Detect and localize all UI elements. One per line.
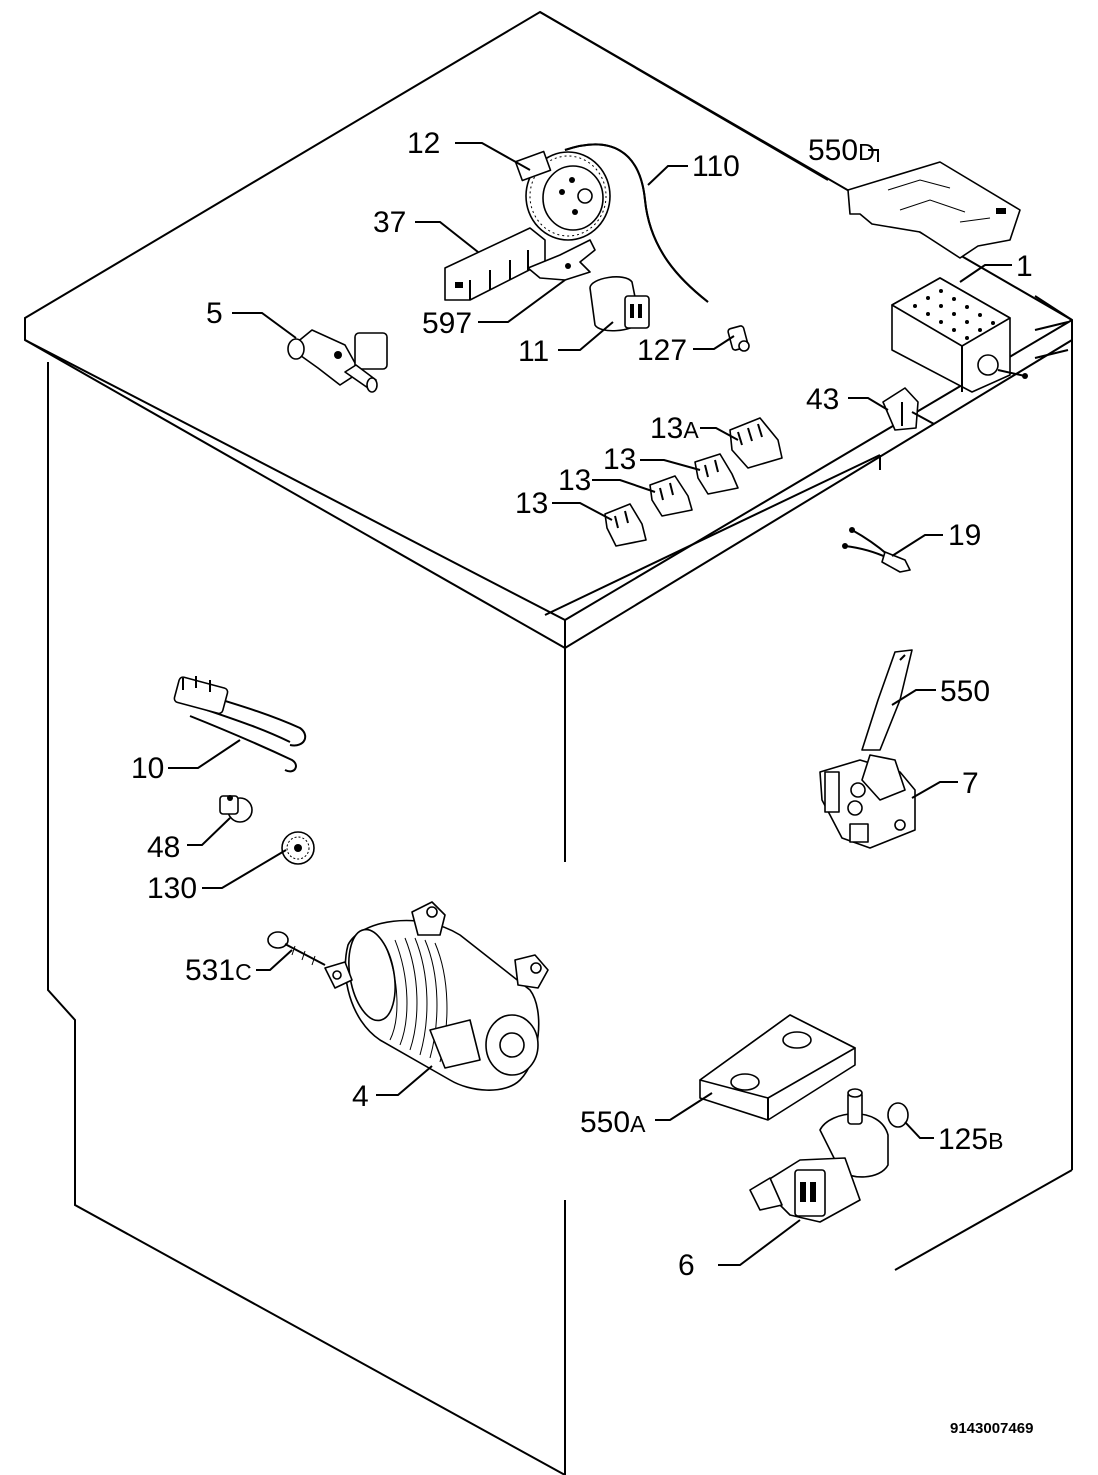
callout-12: 12 bbox=[407, 127, 440, 160]
part-19-temperature-sensor bbox=[842, 527, 911, 573]
callout-10: 10 bbox=[131, 752, 164, 785]
part-13a-connector bbox=[729, 417, 783, 469]
callout-13-2: 13 bbox=[558, 464, 591, 497]
part-127-connector bbox=[727, 325, 750, 352]
part-11-capacitor bbox=[589, 276, 650, 332]
part-4-motor bbox=[324, 901, 549, 1091]
callout-7: 7 bbox=[962, 767, 979, 800]
callout-13a: 13A bbox=[650, 412, 699, 445]
part-12-pressure-switch bbox=[514, 150, 611, 241]
callout-4: 4 bbox=[352, 1080, 369, 1113]
callout-6: 6 bbox=[678, 1249, 695, 1282]
callout-labels: 12 110 550D 37 1 5 597 11 127 43 13A 13 … bbox=[131, 127, 1033, 1437]
callout-550: 550 bbox=[940, 675, 990, 708]
part-531c-screw bbox=[267, 931, 326, 966]
callout-550d: 550D bbox=[808, 134, 875, 167]
callout-125b: 125B bbox=[938, 1123, 1003, 1156]
part-5-inlet-valve bbox=[287, 329, 388, 393]
part-550a-bracket bbox=[699, 1014, 856, 1121]
part-6-drain-pump bbox=[749, 1088, 889, 1223]
callout-13-3: 13 bbox=[515, 487, 548, 520]
callout-597: 597 bbox=[422, 307, 472, 340]
callout-110: 110 bbox=[692, 150, 740, 183]
callout-43: 43 bbox=[806, 383, 839, 416]
callout-37: 37 bbox=[373, 206, 406, 239]
part-10-heater bbox=[173, 676, 307, 773]
drawing-number: 9143007469 bbox=[950, 1420, 1033, 1437]
part-130-knob bbox=[281, 831, 315, 865]
callout-19: 19 bbox=[948, 519, 981, 552]
callout-531c: 531C bbox=[185, 954, 252, 987]
part-13-connector-1 bbox=[694, 453, 739, 495]
cabinet-outline bbox=[24, 10, 1073, 1475]
part-550d-cover bbox=[847, 161, 1021, 259]
part-1-timer-module bbox=[891, 277, 1028, 393]
part-48-indicator-lamp bbox=[219, 795, 253, 823]
part-597-clip bbox=[527, 239, 596, 281]
leader-lines bbox=[168, 142, 1012, 1266]
callout-127: 127 bbox=[637, 334, 687, 367]
part-7-door-lock bbox=[819, 754, 916, 849]
part-43-fuse-holder bbox=[882, 387, 935, 431]
part-13-connector-2 bbox=[649, 475, 693, 517]
callout-5: 5 bbox=[206, 297, 223, 330]
callout-48: 48 bbox=[147, 831, 180, 864]
callout-11: 11 bbox=[518, 335, 549, 368]
callout-550a: 550A bbox=[580, 1106, 646, 1139]
part-550-door-lock-lever bbox=[861, 649, 913, 751]
part-125b-seal-ring bbox=[887, 1102, 909, 1128]
callout-13-1: 13 bbox=[603, 443, 636, 476]
callout-130: 130 bbox=[147, 872, 197, 905]
callout-1: 1 bbox=[1016, 250, 1033, 283]
part-13-connector-3 bbox=[604, 503, 647, 547]
